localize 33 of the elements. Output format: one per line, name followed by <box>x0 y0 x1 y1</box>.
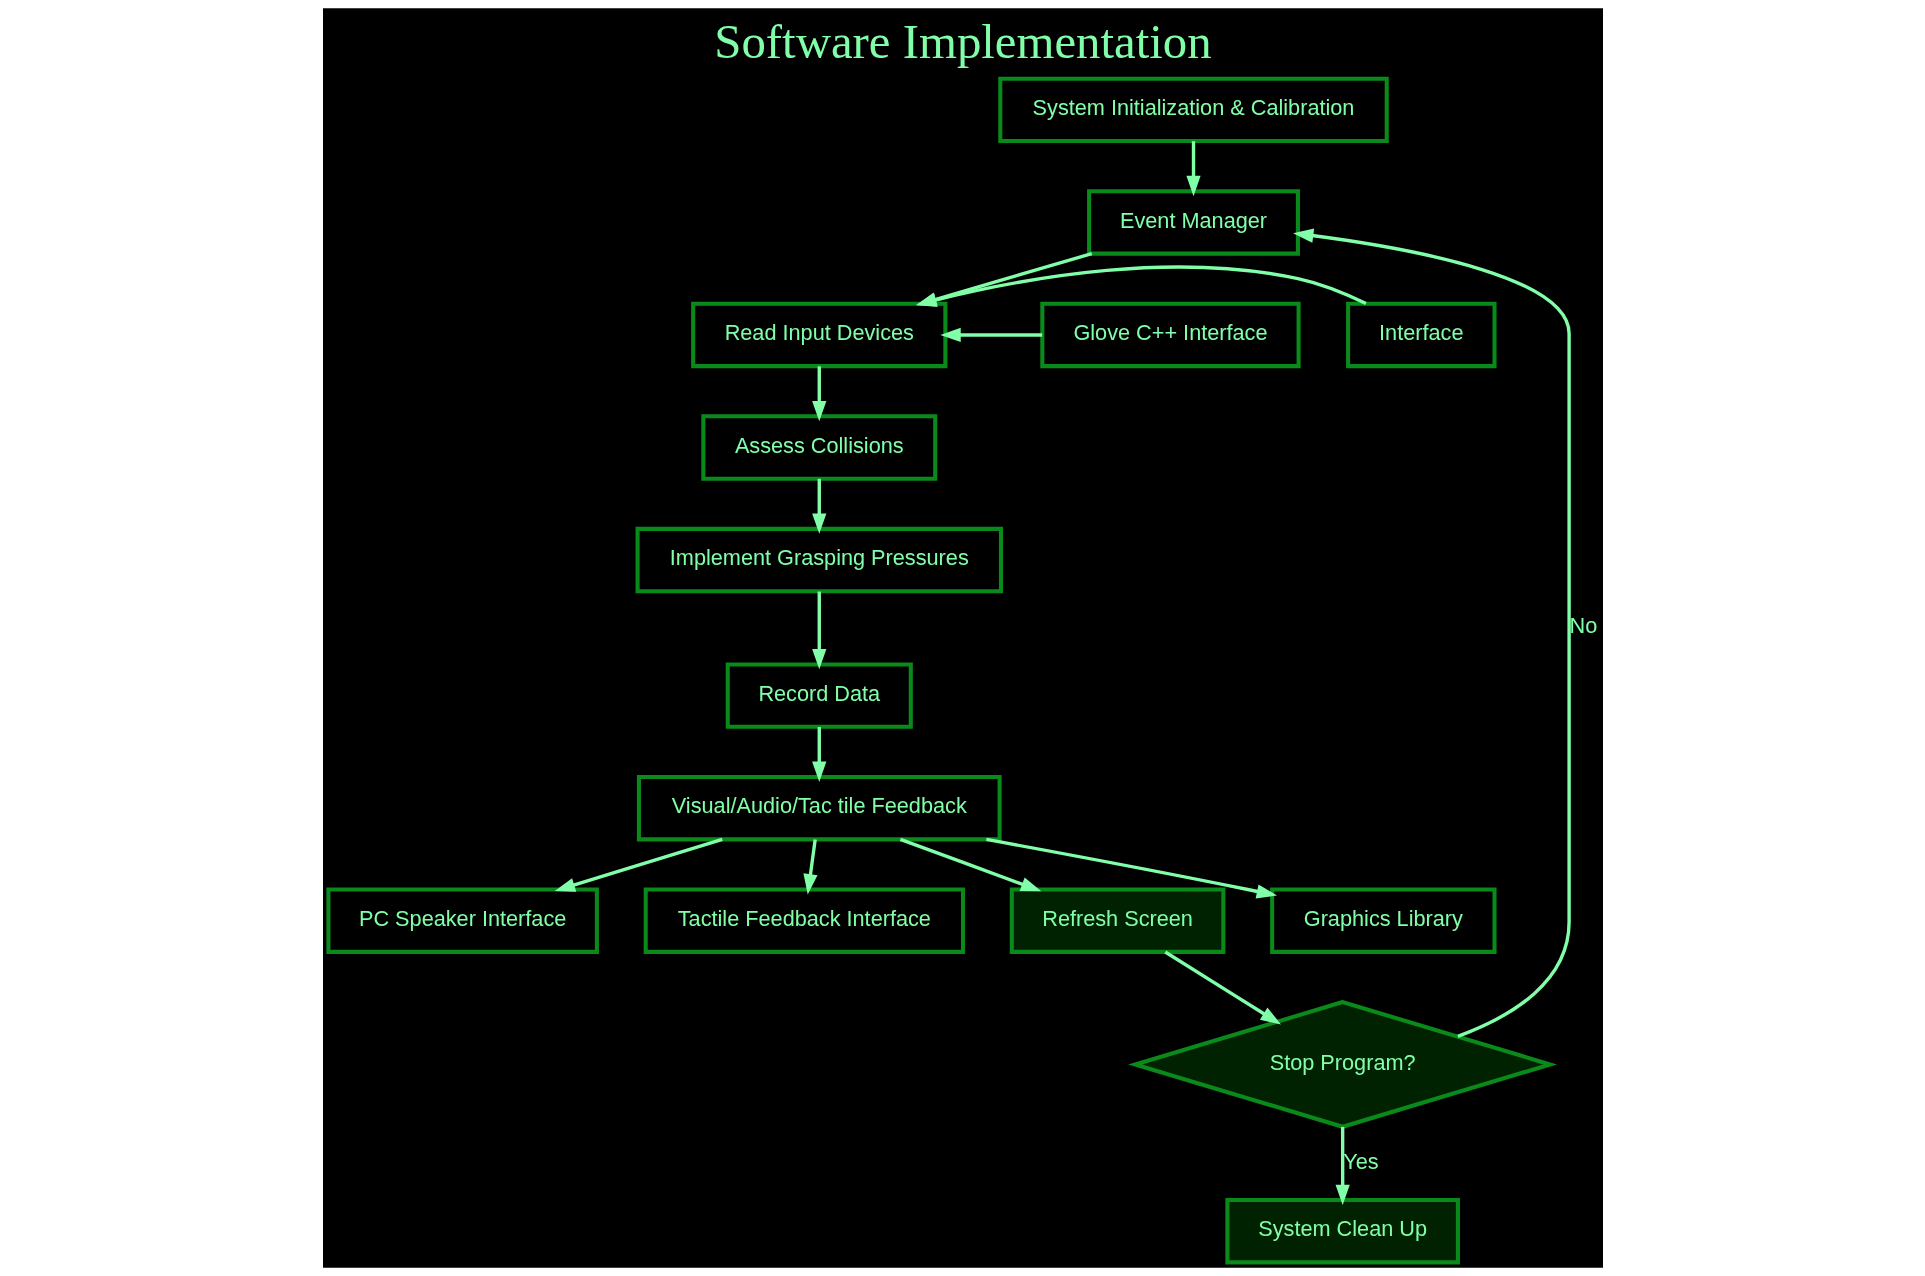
arrow <box>939 327 1042 343</box>
arrow <box>1335 1126 1350 1206</box>
node-box: Record Data <box>725 662 913 729</box>
node-box: Glove C++ Interface <box>1039 301 1301 369</box>
edge-label: No <box>1568 612 1597 638</box>
arrow <box>554 837 723 892</box>
arrow <box>899 837 1041 892</box>
arrow <box>985 837 1277 899</box>
node-box: System Initialization & Calibration <box>997 76 1389 144</box>
arrow <box>1292 228 1571 1038</box>
node-box: Visual/Audio/Tac tile Feedback <box>636 774 1002 842</box>
edge-label: Yes <box>1342 1148 1379 1174</box>
arrow <box>915 252 1092 307</box>
diagram-title: Software Implementation <box>713 15 1212 70</box>
node-box: Implement Grasping Pressures <box>635 526 1003 594</box>
node-box: Tactile Feedback Interface <box>643 887 965 954</box>
node-box: Assess Collisions <box>700 414 937 481</box>
node-diamond: Stop Program? <box>1127 999 1557 1129</box>
node-box: Refresh Screen <box>1009 887 1225 954</box>
arrow <box>811 727 826 782</box>
node-box: System Clean Up <box>1224 1198 1460 1265</box>
arrow <box>811 366 826 422</box>
node-box: Graphics Library <box>1269 887 1497 954</box>
node-box: Read Input Devices <box>690 301 947 369</box>
arrow <box>1163 950 1281 1025</box>
arrow <box>802 839 818 895</box>
arrow <box>1185 141 1201 197</box>
node-box: Interface <box>1345 301 1497 369</box>
arrow <box>915 265 1367 307</box>
arrow <box>811 591 826 670</box>
arrow <box>811 478 826 534</box>
node-box: PC Speaker Interface <box>325 887 599 954</box>
node-box: Event Manager <box>1086 189 1300 256</box>
